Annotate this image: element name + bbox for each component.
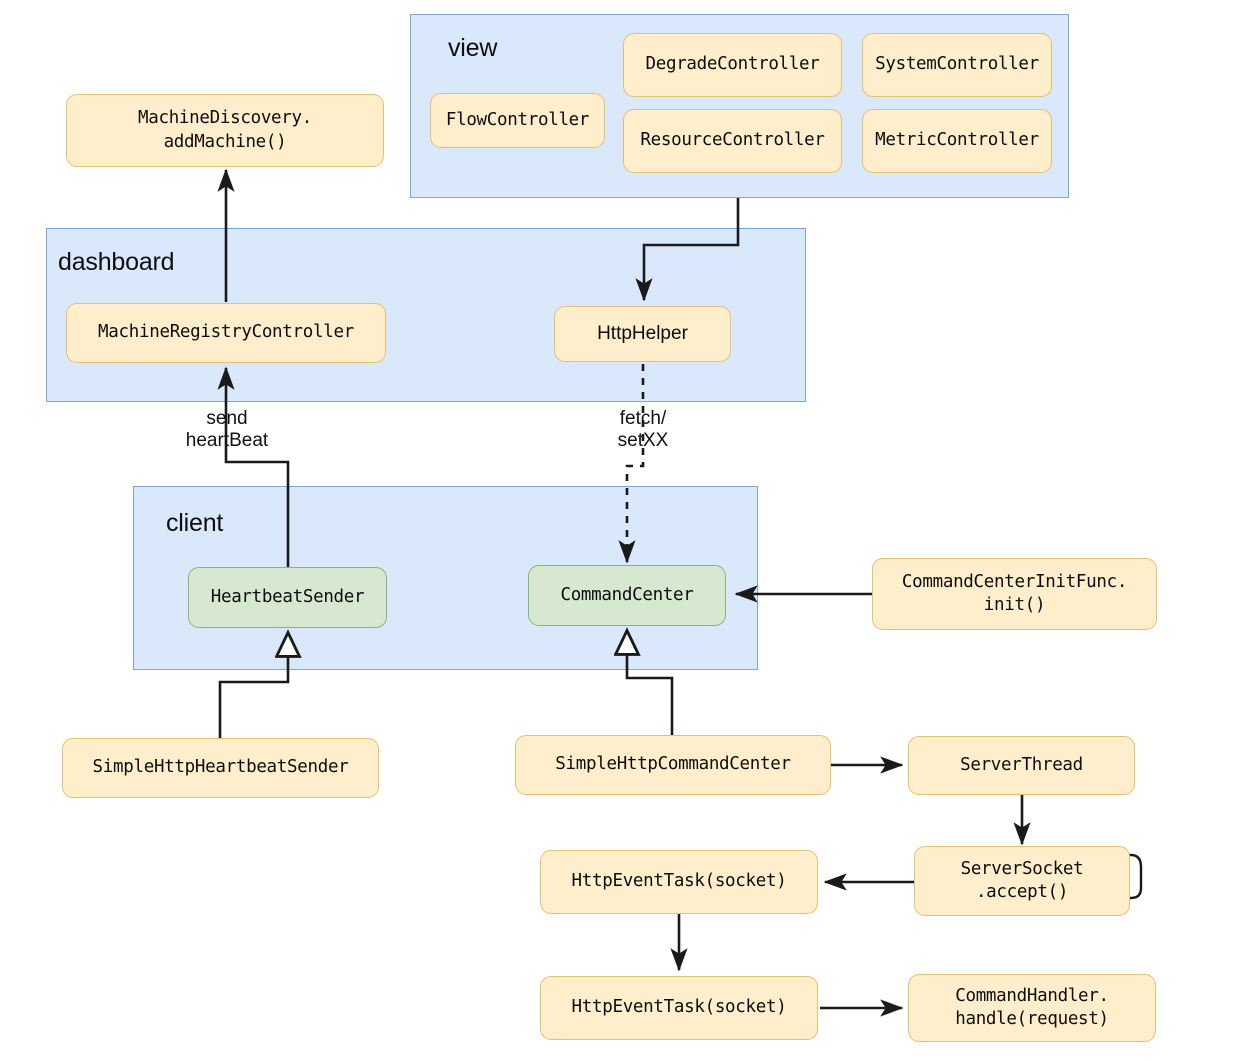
node-command-handler-handle[interactable]: CommandHandler. handle(request) (908, 974, 1156, 1042)
node-machine-registry-controller[interactable]: MachineRegistryController (66, 303, 386, 363)
node-heartbeat-sender[interactable]: HeartbeatSender (188, 567, 387, 628)
node-simple-http-heartbeat-sender[interactable]: SimpleHttpHeartbeatSender (62, 738, 379, 798)
node-http-event-task-1[interactable]: HttpEventTask(socket) (540, 850, 818, 914)
edge-label-send-heartbeat: send heartBeat (185, 408, 269, 452)
node-simple-http-command-center[interactable]: SimpleHttpCommandCenter (515, 735, 831, 795)
node-http-helper[interactable]: HttpHelper (554, 306, 731, 362)
node-system-controller[interactable]: SystemController (862, 33, 1052, 97)
group-label-client: client (166, 509, 224, 537)
node-command-center-init-func[interactable]: CommandCenterInitFunc. init() (872, 558, 1157, 630)
group-label-view: view (448, 34, 498, 62)
node-command-center[interactable]: CommandCenter (528, 565, 726, 626)
node-server-thread[interactable]: ServerThread (908, 736, 1135, 795)
group-label-dashboard: dashboard (58, 248, 175, 276)
node-server-socket-accept[interactable]: ServerSocket .accept() (914, 846, 1130, 916)
node-flow-controller[interactable]: FlowController (430, 93, 605, 148)
node-machine-discovery[interactable]: MachineDiscovery. addMachine() (66, 94, 384, 167)
node-degrade-controller[interactable]: DegradeController (623, 33, 842, 97)
node-metric-controller[interactable]: MetricController (862, 109, 1052, 173)
edge-label-fetch-setxx: fetch/ setXX (617, 408, 669, 452)
node-resource-controller[interactable]: ResourceController (623, 109, 842, 173)
node-http-event-task-2[interactable]: HttpEventTask(socket) (540, 976, 818, 1040)
